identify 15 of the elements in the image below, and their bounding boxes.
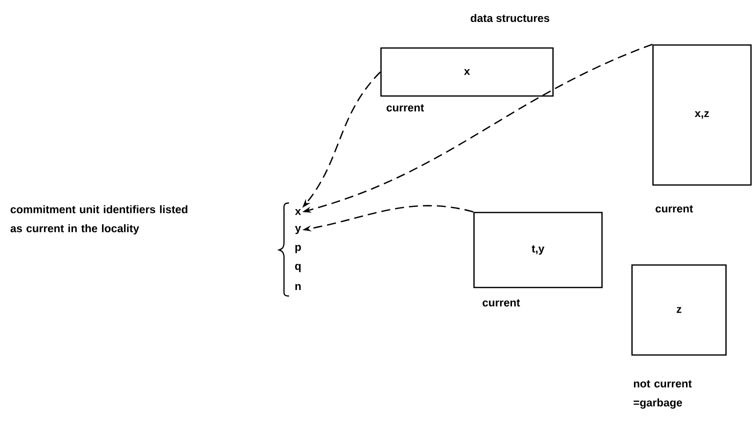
description-text: commitment unit identifiers listed as current in the locality	[10, 205, 188, 234]
list-item: y	[295, 226, 301, 234]
list-item: p	[295, 244, 301, 254]
box-caption: not current =garbage	[634, 380, 692, 409]
box-caption: current	[656, 205, 693, 212]
data-structure-box: t,y	[473, 212, 603, 288]
data-structure-box: x	[380, 47, 554, 97]
data-structure-box: x,z	[652, 44, 752, 186]
title: data structures	[470, 14, 550, 22]
list-item: x	[295, 209, 301, 215]
box-caption: current	[482, 299, 520, 306]
data-structure-box: z	[631, 264, 727, 356]
list-item: n	[295, 284, 301, 290]
list-item: q	[295, 264, 301, 272]
box-caption: current	[386, 104, 424, 112]
